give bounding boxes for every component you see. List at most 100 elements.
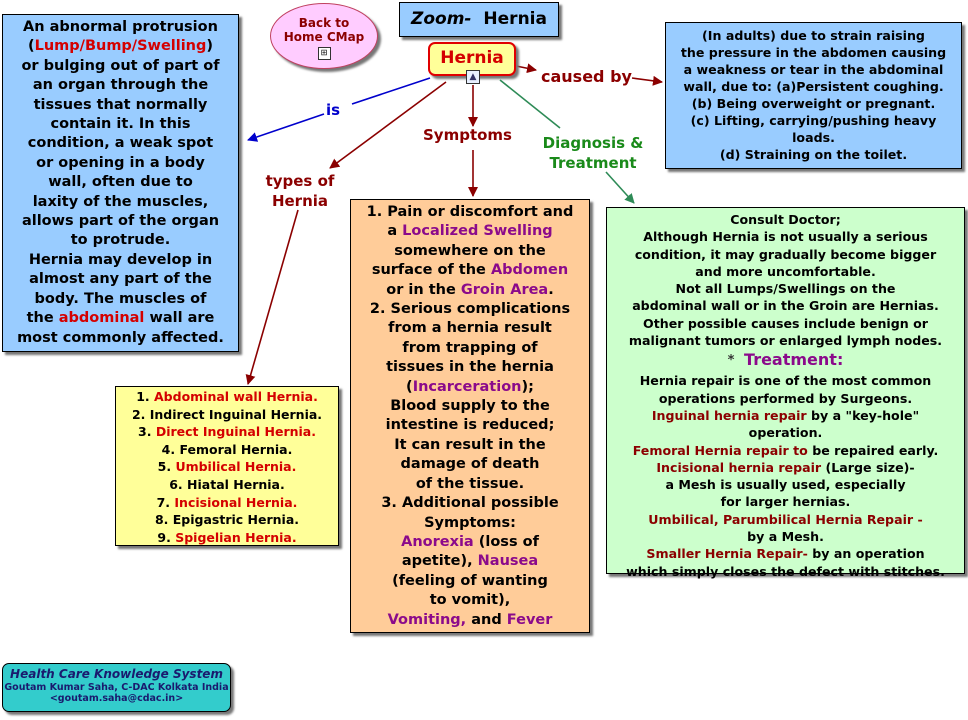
symptom-line: Vomiting, and Fever — [387, 611, 553, 628]
link-label-types: types of Hernia — [256, 171, 344, 211]
symptom-line: Blood supply to the — [390, 398, 550, 415]
type-item: 9. Spigelian Hernia. — [157, 529, 297, 545]
type-item: 4. Femoral Hernia. — [161, 441, 293, 457]
footer-credit-box: Health Care Knowledge System Goutam Kuma… — [2, 663, 231, 712]
def-line: almost any part of the — [29, 271, 212, 288]
footer-author: Goutam Kumar Saha, C-DAC Kolkata India — [4, 682, 229, 693]
symptom-line: (Incarceration); — [406, 378, 534, 395]
symptom-line: It can result in the — [394, 436, 546, 453]
treat-line: and more uncomfortable. — [695, 263, 876, 279]
treat-line: malignant tumors or enlarged lymph nodes… — [628, 333, 943, 349]
link-label-is: is — [326, 101, 341, 119]
cause-line: (d) Straining on the toilet. — [719, 147, 908, 162]
footer-title: Health Care Knowledge System — [10, 667, 223, 681]
def-line: to protrude. — [70, 232, 171, 249]
link-label-caused-by: caused by — [541, 67, 632, 86]
def-line: contain it. In this — [50, 116, 191, 133]
causes-box: (In adults) due to strain raising the pr… — [665, 22, 962, 169]
symptom-line: Symptoms: — [424, 514, 516, 531]
treat-line: abdominal wall or in the Groin are Herni… — [632, 298, 939, 314]
symptom-line: 2. Serious complications — [369, 301, 571, 318]
cause-line: a weakness or tear in the abdominal — [683, 62, 944, 77]
back-line-1: Back to — [298, 16, 350, 30]
symptom-line: apetite), Nausea — [401, 553, 539, 570]
def-line: An abnormal protrusion — [23, 19, 218, 35]
symptom-line: a Localized Swelling — [387, 223, 553, 240]
type-item: 5. Umbilical Hernia. — [157, 459, 297, 475]
link-types-segment-1 — [329, 81, 447, 169]
def-line: allows part of the organ — [21, 213, 220, 230]
type-item: 7. Incisional Hernia. — [156, 494, 298, 510]
treat-line: by a Mesh. — [747, 529, 824, 545]
types-line-2: Hernia — [271, 192, 329, 210]
link-is-arrow — [247, 113, 325, 142]
cause-line: loads. — [792, 130, 835, 145]
treat-line: Not all Lumps/Swellings on the — [675, 281, 896, 297]
treat-line: Smaller Hernia Repair- by an operation — [646, 546, 925, 562]
cause-line: (In adults) due to strain raising — [702, 28, 925, 43]
link-label-diagnosis: Diagnosis & Treatment — [537, 133, 649, 173]
zoom-title: Zoom- Hernia — [399, 2, 559, 37]
symptom-line: from trapping of — [402, 339, 538, 356]
link-label-symptoms: Symptoms — [423, 126, 512, 144]
symptom-line: to vomit), — [429, 592, 511, 609]
link-diag-arrow — [605, 171, 635, 204]
treat-line: Consult Doctor; — [730, 212, 841, 227]
link-diag-segment-1 — [499, 79, 561, 129]
symptom-line: of the tissue. — [415, 475, 525, 492]
symptom-line: or in the Groin Area. — [386, 281, 554, 298]
link-caused-arrow — [631, 75, 663, 86]
footer-email: <goutam.saha@cdac.in> — [49, 693, 184, 704]
def-line: laxity of the muscles, — [32, 193, 209, 210]
treat-line: Other possible causes include benign or — [643, 315, 928, 331]
type-item: 3. Direct Inguinal Hernia. — [138, 424, 316, 440]
treat-line: Incisional hernia repair (Large size)- — [656, 459, 915, 475]
def-line-abdominal: the abdominal wall are — [26, 310, 215, 327]
treat-line: for larger hernias. — [720, 494, 851, 510]
def-line: tissues that normally — [33, 96, 208, 113]
treat-line: Hernia repair is one of the most common — [639, 373, 932, 389]
treat-line: Umbilical, Parumbilical Hernia Repair - — [648, 511, 923, 527]
type-item: 8. Epigastric Hernia. — [154, 512, 300, 528]
type-item: 1. Abdominal wall Hernia. — [136, 389, 318, 404]
def-line-lump: (Lump/Bump/Swelling) — [27, 38, 214, 55]
link-is-segment-1 — [351, 77, 431, 105]
star-icon: * — [727, 353, 735, 369]
zoom-prefix: Zoom- — [411, 9, 472, 29]
symptom-line: damage of death — [400, 456, 540, 473]
back-line-2: Home CMap — [283, 30, 365, 44]
types-box: 1. Abdominal wall Hernia. 2. Indirect In… — [115, 386, 339, 546]
link-caused-segment-1 — [515, 63, 537, 74]
symptom-line: from a hernia result — [388, 320, 552, 337]
zoom-topic: Hernia — [483, 9, 547, 29]
symptom-line: surface of the Abdomen — [371, 262, 569, 279]
type-item: 2. Indirect Inguinal Hernia. — [131, 406, 323, 422]
symptom-line: tissues in the hernia — [386, 359, 554, 376]
treat-line: operation. — [748, 425, 823, 441]
cause-line: the pressure in the abdomen causing — [680, 45, 947, 60]
def-line: or opening in a body — [36, 154, 205, 171]
treat-line: which simply closes the defect with stit… — [626, 563, 945, 579]
type-item: 6. Hiatal Hernia. — [169, 476, 285, 492]
def-line: Hernia may develop in — [28, 251, 213, 268]
symptom-line: (feeling of wanting — [392, 572, 548, 589]
back-home-button[interactable]: Back to Home CMap ⊞ — [270, 3, 378, 69]
cause-line: (b) Being overweight or pregnant. — [691, 96, 936, 111]
symptom-line: intestine is reduced; — [385, 417, 555, 434]
symptoms-box: 1. Pain or discomfort and a Localized Sw… — [350, 199, 590, 633]
definition-box: An abnormal protrusion (Lump/Bump/Swelli… — [2, 14, 239, 352]
treat-line: a Mesh is usually used, especially — [665, 477, 906, 493]
cause-line: (c) Lifting, carrying/pushing heavy — [690, 113, 937, 128]
treat-line: Femoral Hernia repair to be repaired ear… — [632, 442, 939, 458]
def-line: body. The muscles of — [34, 290, 207, 307]
cmap-icon: ⊞ — [317, 47, 331, 60]
treatment-heading: * Treatment: — [727, 350, 844, 370]
symptom-line: 1. Pain or discomfort and — [366, 204, 574, 220]
diag-line-2: Treatment — [549, 154, 637, 172]
treat-line: condition, it may gradually become bigge… — [634, 246, 937, 262]
def-line: wall, often due to — [48, 174, 193, 191]
def-line: condition, a weak spot — [27, 135, 214, 152]
treat-line: Inguinal hernia repair by a "key-hole" — [651, 407, 920, 423]
image-resource-icon[interactable]: ▲ — [466, 70, 480, 84]
